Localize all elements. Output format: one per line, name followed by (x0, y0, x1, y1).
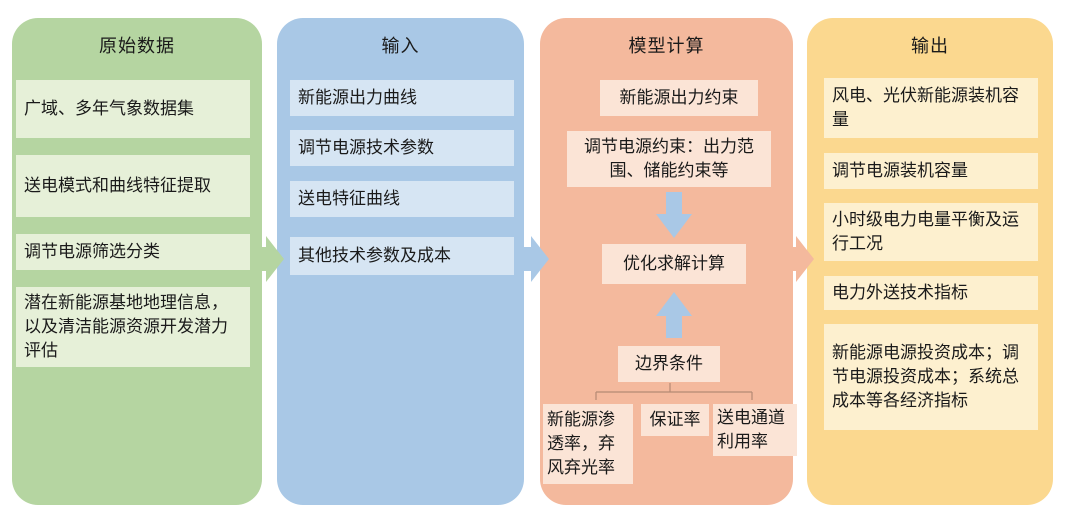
input-item-output-curve: 新能源出力曲线 (290, 80, 514, 116)
input-title: 输入 (381, 36, 420, 57)
output-item-economic-index: 新能源电源投资成本；调节电源投资成本；系统总成本等各经济指标 (824, 324, 1038, 430)
output-item-installed-capacity: 风电、光伏新能源装机容量 (824, 78, 1038, 138)
raw-item-regulation-screening: 调节电源筛选分类 (16, 234, 250, 270)
raw-data-title: 原始数据 (99, 36, 175, 57)
boundary-item-penetration: 新能源渗透率，弃风弃光率 (543, 404, 633, 484)
boundary-item-channel-utilization: 送电通道利用率 (713, 404, 797, 456)
output-item-regulation-capacity: 调节电源装机容量 (824, 153, 1038, 189)
model-boundary-conditions: 边界条件 (618, 346, 720, 382)
boundary-item-guarantee: 保证率 (641, 404, 709, 436)
arrow-up-from-boundary (656, 292, 692, 338)
model-renewable-constraint: 新能源出力约束 (600, 80, 758, 116)
input-item-other-params: 其他技术参数及成本 (290, 237, 514, 275)
output-item-hourly-balance: 小时级电力电量平衡及运行工况 (824, 203, 1038, 261)
model-regulation-constraint: 调节电源约束：出力范围、储能约束等 (567, 131, 771, 187)
model-title: 模型计算 (628, 36, 705, 57)
arrow-raw-to-input (252, 236, 284, 282)
raw-item-geo-potential: 潜在新能源基地地理信息，以及清洁能源资源开发潜力评估 (16, 287, 250, 367)
arrow-model-to-output (780, 236, 814, 282)
raw-item-transmission-mode: 送电模式和曲线特征提取 (16, 155, 250, 217)
model-optimize: 优化求解计算 (602, 244, 746, 284)
raw-item-weather-dataset: 广域、多年气象数据集 (16, 80, 250, 138)
output-title: 输出 (911, 36, 949, 57)
arrow-input-to-model (516, 236, 549, 282)
input-item-transmission-curve: 送电特征曲线 (290, 181, 514, 217)
output-item-transmission-index: 电力外送技术指标 (824, 276, 1038, 310)
input-item-regulation-params: 调节电源技术参数 (290, 130, 514, 166)
arrow-down-to-optimize (656, 192, 692, 238)
